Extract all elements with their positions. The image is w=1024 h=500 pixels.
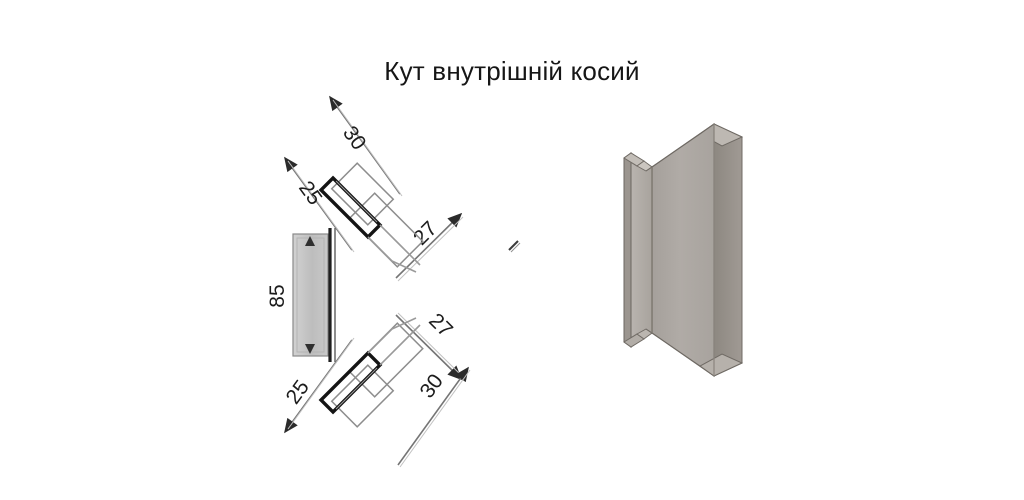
dimension-label-height: 85 bbox=[266, 284, 289, 307]
render-right-side-face bbox=[713, 123, 743, 377]
dimension-outline-box-top-b bbox=[348, 192, 424, 268]
dim-line-27-bottom-highlight bbox=[397, 312, 464, 378]
dim-line-25-top-highlight bbox=[287, 160, 355, 253]
height-dimension-box bbox=[292, 233, 329, 357]
angle-profile-3d-render bbox=[623, 122, 744, 378]
dimension-line-30-top: 30 bbox=[329, 95, 403, 197]
dimension-label-25-bottom: 25 bbox=[282, 376, 314, 408]
dim-line-27-bottom-stroke bbox=[395, 314, 463, 381]
profile-section-top-highlight bbox=[335, 180, 378, 223]
render-front-face bbox=[651, 122, 715, 378]
height-arrow-top bbox=[305, 236, 315, 246]
height-arrow-bottom bbox=[305, 344, 315, 354]
page-title: Кут внутрішній косий bbox=[384, 56, 640, 86]
dim-line-25-bottom-highlight bbox=[287, 337, 355, 430]
dimension-line-30-bottom: 30 bbox=[397, 366, 471, 468]
dimension-label-25-top: 25 bbox=[294, 177, 326, 209]
render-left-flange-face bbox=[630, 152, 653, 348]
dimension-outline-box-bottom-a bbox=[330, 364, 395, 428]
dimension-outline-box-top-a bbox=[330, 162, 395, 226]
profile-outline-top-extension bbox=[367, 224, 421, 273]
dim-line-27-top-highlight bbox=[397, 216, 464, 282]
dim-line-30-bottom-stroke bbox=[397, 366, 469, 466]
dimension-label-30-bottom: 30 bbox=[416, 370, 448, 402]
center-tick-mark bbox=[508, 240, 521, 253]
dimension-label-30-top: 30 bbox=[338, 122, 370, 154]
dim-line-30-bottom-highlight bbox=[399, 369, 471, 468]
dimension-label-27-bottom: 27 bbox=[424, 309, 457, 342]
profile-outline-bottom-extension bbox=[367, 317, 421, 366]
dim-line-30-top-highlight bbox=[332, 99, 403, 197]
dimension-line-27-bottom: 27 bbox=[395, 309, 464, 381]
profile-section-bottom-highlight bbox=[335, 367, 378, 410]
render-bottom-right-tab bbox=[699, 353, 744, 377]
height-dimension-85: 85 bbox=[266, 228, 336, 362]
render-left-edge-face bbox=[623, 152, 632, 348]
